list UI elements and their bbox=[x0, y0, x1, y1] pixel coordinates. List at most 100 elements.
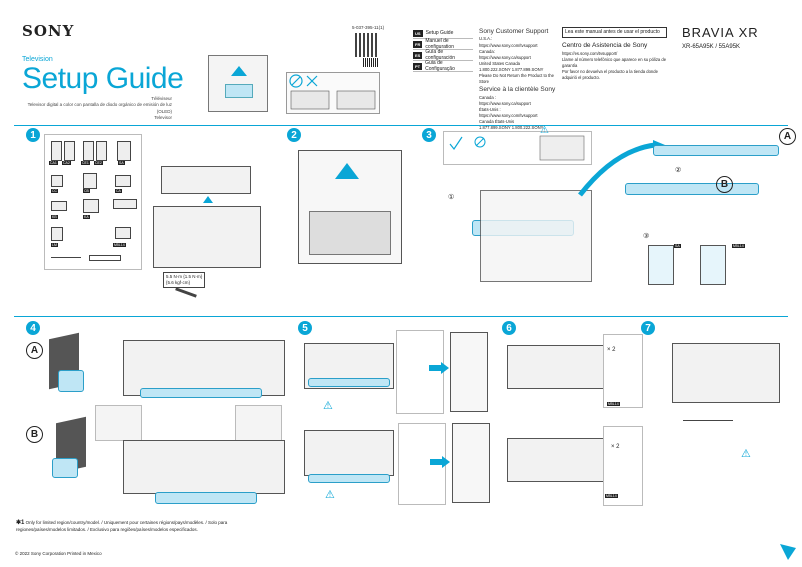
support-link[interactable]: https://www.sony.com/tvsupport bbox=[479, 42, 538, 48]
bracket-left-illustration bbox=[648, 245, 674, 285]
part-label: CC bbox=[51, 189, 59, 193]
callout-b: B bbox=[716, 176, 733, 193]
support-line: Canada: bbox=[479, 48, 495, 54]
part-holder bbox=[51, 201, 67, 211]
support-line: Please Do Not Return the Product to the … bbox=[479, 72, 554, 85]
part-label: M5L14 bbox=[732, 244, 745, 248]
warning-triangle-icon: ⚠ bbox=[741, 448, 751, 460]
support-link[interactable]: https://www.sony.ca/support bbox=[479, 100, 531, 106]
support-line: États-Unis : bbox=[479, 106, 501, 112]
part-label: LM bbox=[51, 243, 58, 247]
stand-a-side bbox=[58, 370, 84, 392]
stand-a-bar bbox=[140, 388, 262, 398]
substep-1: ① bbox=[448, 194, 455, 201]
detail-right-inset bbox=[235, 405, 282, 441]
bracket-attach-illustration-b bbox=[507, 438, 605, 482]
bracket-attach-illustration-a bbox=[507, 345, 605, 389]
option-a-badge: A bbox=[26, 342, 43, 359]
speaker-bar-illustration bbox=[161, 166, 251, 194]
bravia-logo: BRAVIA XR bbox=[682, 25, 759, 40]
arrow-up-icon bbox=[203, 196, 213, 203]
substep-3: ③ bbox=[643, 233, 650, 240]
no-touch-icon bbox=[289, 74, 376, 110]
part-label: M5L14 bbox=[113, 243, 126, 247]
stand-b-illustration bbox=[625, 183, 759, 195]
subtitle-line: Téléviseur bbox=[151, 96, 172, 101]
support-link[interactable]: https://www.sony.ca/support bbox=[479, 54, 531, 60]
recycle-icon bbox=[780, 544, 796, 560]
screw-label: M5L14 bbox=[607, 402, 620, 406]
part-cover bbox=[96, 141, 107, 161]
attach-stand-b-illustration bbox=[123, 440, 285, 494]
qr-code-icon bbox=[355, 33, 379, 57]
page-title: Setup Guide bbox=[22, 62, 184, 95]
part-label: SA bbox=[674, 244, 681, 248]
stand-b-bar bbox=[155, 492, 257, 504]
part-label: CE2 bbox=[94, 161, 103, 165]
check-cross-icon bbox=[449, 135, 585, 161]
finished-view-b bbox=[452, 423, 490, 503]
bracket-right-illustration bbox=[700, 245, 726, 285]
hand-detail-illustration bbox=[683, 420, 733, 461]
finished-view-a bbox=[450, 332, 488, 412]
part-remote bbox=[113, 199, 137, 209]
warning-illustration bbox=[286, 72, 380, 114]
support-line: Canada États-Unis bbox=[479, 118, 515, 124]
centro-asistencia: Lea este manual antes de usar el product… bbox=[562, 27, 667, 81]
support-line: Canada : bbox=[479, 94, 496, 100]
centro-link[interactable]: https://es.sony.com/tvsupport/ bbox=[562, 50, 618, 56]
part-manual bbox=[51, 227, 63, 241]
option-b-badge: B bbox=[26, 426, 43, 443]
unboxing-illustration bbox=[298, 150, 402, 264]
tv-panel-illustration bbox=[153, 206, 261, 268]
warning-triangle-icon: ⚠ bbox=[323, 400, 333, 412]
step-2-number: 2 bbox=[287, 128, 301, 142]
part-remote bbox=[83, 199, 99, 213]
read-manual-box: Lea este manual antes de usar el product… bbox=[562, 27, 667, 39]
part-label: CA2 bbox=[62, 161, 71, 165]
arrow-up-icon bbox=[231, 66, 247, 76]
arrow-right-icon bbox=[429, 362, 449, 374]
arrow-right-icon bbox=[430, 456, 450, 468]
footnote: ✱1 Only for limited region/country/model… bbox=[16, 520, 228, 533]
subtitle-line: Televisor digital a color con pantalla d… bbox=[27, 102, 172, 114]
substep-2: ② bbox=[675, 167, 682, 174]
support-heading-fr: Service à la clientèle Sony bbox=[479, 86, 556, 94]
centro-line: Llame al número telefónico que aparece e… bbox=[562, 56, 667, 68]
handling-tips-panel bbox=[443, 131, 592, 165]
part-label: CA1 bbox=[49, 161, 58, 165]
bracket-detail-b bbox=[603, 426, 643, 506]
screw-label: M5L14 bbox=[605, 494, 618, 498]
cover-bar-a bbox=[308, 378, 390, 387]
model-numbers: XR-65A95K / 55A95K bbox=[682, 44, 741, 50]
stand-b-side bbox=[52, 458, 78, 478]
step-7-number: 7 bbox=[641, 321, 655, 335]
tv-in-box bbox=[309, 211, 391, 255]
stand-a-illustration bbox=[653, 145, 779, 156]
support-line: 1.877.899.SONY 1.800.222.SONY bbox=[479, 125, 544, 131]
support-heading: Sony Customer Support bbox=[479, 28, 549, 35]
part-label: SA bbox=[118, 161, 125, 165]
quantity-note: × 2 bbox=[607, 347, 616, 353]
callout-a: A bbox=[779, 128, 796, 145]
screwdriver-icon bbox=[175, 287, 197, 298]
support-line: United States Canada bbox=[479, 60, 520, 66]
tv-base-shape bbox=[225, 84, 253, 98]
support-link[interactable]: https://www.sony.com/tvsupport bbox=[479, 112, 538, 118]
barcode-icon bbox=[363, 58, 379, 67]
cover-attach-illustration-b bbox=[304, 430, 394, 476]
sony-logo: SONY bbox=[22, 22, 75, 40]
part-cover bbox=[83, 141, 94, 161]
screw-torque-note: 5.5 N·m {1.5 N·m} {5.6 kgf·cm} bbox=[163, 272, 206, 288]
part-stand bbox=[64, 141, 75, 161]
part-label: CB bbox=[83, 189, 90, 193]
subtitle: Téléviseur Televisor digital a color con… bbox=[22, 96, 172, 121]
power-cord-icon bbox=[89, 255, 121, 261]
doc-number: 5-037-395-11(1) bbox=[352, 25, 385, 30]
category-label: Television bbox=[22, 56, 53, 63]
